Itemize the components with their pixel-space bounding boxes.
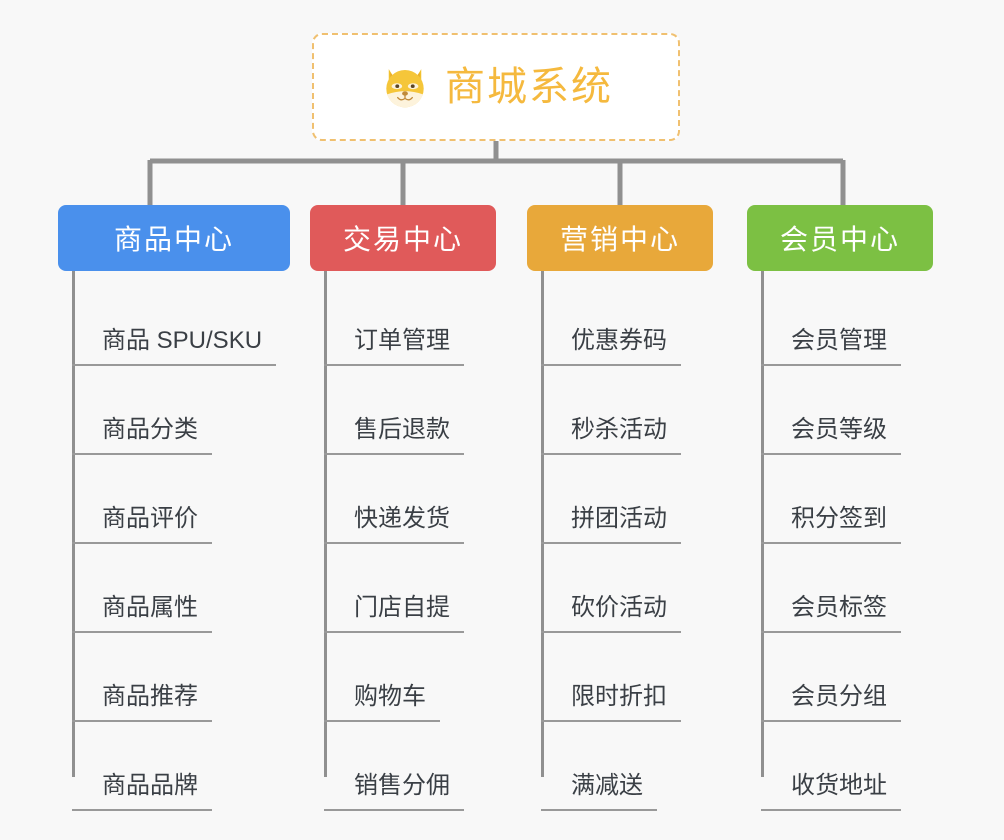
branch-header-1[interactable]: 商品中心 <box>58 205 290 271</box>
branch-column-4: 会员中心 会员管理 会员等级 积分签到 会员标签 会员分组 收货地址 <box>747 205 933 811</box>
leaf-item[interactable]: 满减送 <box>527 722 713 811</box>
branch-column-3: 营销中心 优惠券码 秒杀活动 拼团活动 砍价活动 限时折扣 满减送 <box>527 205 713 811</box>
leaf-label: 售后退款 <box>324 418 464 455</box>
leaf-item[interactable]: 会员分组 <box>747 633 933 722</box>
branch-column-1: 商品中心 商品 SPU/SKU 商品分类 商品评价 商品属性 商品推荐 商品品牌 <box>58 205 290 811</box>
leaf-item[interactable]: 会员管理 <box>747 277 933 366</box>
leaf-item[interactable]: 商品分类 <box>58 366 290 455</box>
leaf-item[interactable]: 订单管理 <box>310 277 496 366</box>
leaf-spine-3 <box>541 271 544 777</box>
leaf-item[interactable]: 会员标签 <box>747 544 933 633</box>
leaf-label: 订单管理 <box>324 329 464 366</box>
leaf-item[interactable]: 会员等级 <box>747 366 933 455</box>
leaf-label: 销售分佣 <box>324 774 464 811</box>
leaf-item[interactable]: 商品品牌 <box>58 722 290 811</box>
leaf-label: 商品品牌 <box>72 774 212 811</box>
leaf-list-3: 优惠券码 秒杀活动 拼团活动 砍价活动 限时折扣 满减送 <box>527 271 713 811</box>
leaf-label: 拼团活动 <box>541 507 681 544</box>
leaf-item[interactable]: 收货地址 <box>747 722 933 811</box>
branch-header-label-1: 商品中心 <box>113 224 234 255</box>
leaf-label: 会员分组 <box>761 685 901 722</box>
leaf-item[interactable]: 商品评价 <box>58 455 290 544</box>
branch-header-label-2: 交易中心 <box>342 224 463 255</box>
leaf-item[interactable]: 拼团活动 <box>527 455 713 544</box>
branch-header-2[interactable]: 交易中心 <box>310 205 496 271</box>
leaf-label: 商品分类 <box>72 418 212 455</box>
leaf-label: 商品评价 <box>72 507 212 544</box>
leaf-list-1: 商品 SPU/SKU 商品分类 商品评价 商品属性 商品推荐 商品品牌 <box>58 271 290 811</box>
leaf-label: 积分签到 <box>761 507 901 544</box>
leaf-label: 商品属性 <box>72 596 212 633</box>
shiba-dog-face-icon <box>379 61 431 113</box>
leaf-item[interactable]: 购物车 <box>310 633 496 722</box>
branch-header-label-4: 会员中心 <box>779 224 900 255</box>
leaf-label: 门店自提 <box>324 596 464 633</box>
leaf-label: 秒杀活动 <box>541 418 681 455</box>
leaf-list-2: 订单管理 售后退款 快递发货 门店自提 购物车 销售分佣 <box>310 271 496 811</box>
leaf-label: 快递发货 <box>324 507 464 544</box>
leaf-item[interactable]: 销售分佣 <box>310 722 496 811</box>
leaf-item[interactable]: 限时折扣 <box>527 633 713 722</box>
leaf-label: 购物车 <box>324 685 440 722</box>
leaf-label: 会员等级 <box>761 418 901 455</box>
leaf-item[interactable]: 优惠券码 <box>527 277 713 366</box>
leaf-item[interactable]: 砍价活动 <box>527 544 713 633</box>
leaf-label: 限时折扣 <box>541 685 681 722</box>
root-title: 商城系统 <box>445 65 613 109</box>
leaf-item[interactable]: 秒杀活动 <box>527 366 713 455</box>
leaf-label: 优惠券码 <box>541 329 681 366</box>
leaf-label: 商品推荐 <box>72 685 212 722</box>
leaf-spine-4 <box>761 271 764 777</box>
branch-header-label-3: 营销中心 <box>559 224 680 255</box>
leaf-item[interactable]: 快递发货 <box>310 455 496 544</box>
leaf-label: 商品 SPU/SKU <box>72 329 277 366</box>
leaf-item[interactable]: 售后退款 <box>310 366 496 455</box>
leaf-label: 会员标签 <box>761 596 901 633</box>
leaf-label: 砍价活动 <box>541 596 681 633</box>
leaf-item[interactable]: 商品属性 <box>58 544 290 633</box>
leaf-item[interactable]: 商品推荐 <box>58 633 290 722</box>
leaf-label: 收货地址 <box>761 774 901 811</box>
leaf-spine-2 <box>324 271 327 777</box>
leaf-label: 满减送 <box>541 774 657 811</box>
root-node[interactable]: 商城系统 <box>312 33 680 141</box>
branch-column-2: 交易中心 订单管理 售后退款 快递发货 门店自提 购物车 销售分佣 <box>310 205 496 811</box>
branch-header-3[interactable]: 营销中心 <box>527 205 713 271</box>
branch-header-4[interactable]: 会员中心 <box>747 205 933 271</box>
leaf-item[interactable]: 门店自提 <box>310 544 496 633</box>
leaf-label: 会员管理 <box>761 329 901 366</box>
leaf-spine-1 <box>72 271 75 777</box>
leaf-item[interactable]: 积分签到 <box>747 455 933 544</box>
leaf-list-4: 会员管理 会员等级 积分签到 会员标签 会员分组 收货地址 <box>747 271 933 811</box>
leaf-item[interactable]: 商品 SPU/SKU <box>58 277 290 366</box>
